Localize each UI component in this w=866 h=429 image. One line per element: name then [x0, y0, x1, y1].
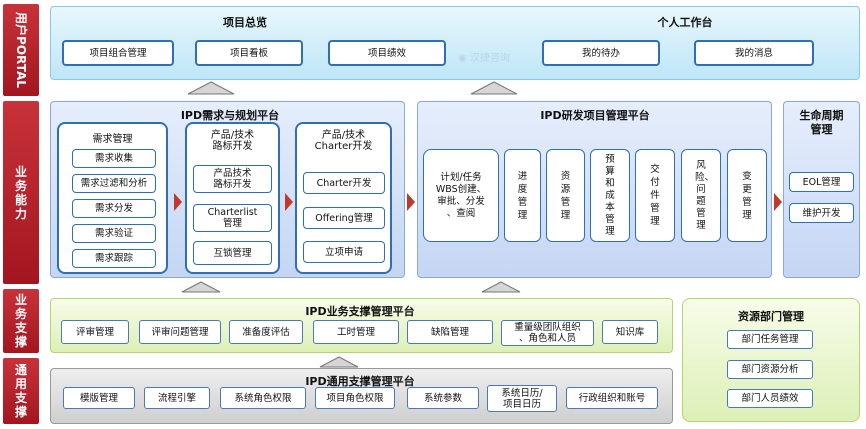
my-messages-button[interactable]: 我的消息 — [694, 40, 814, 66]
arrow-right-icon — [285, 193, 293, 211]
project-board-button[interactable]: 项目看板 — [195, 40, 303, 66]
business-support-title: IPD业务支撑管理平台 — [305, 305, 415, 318]
roadmap-title: 产品/技术 路标开发 — [210, 130, 255, 152]
arrow-right-icon — [174, 193, 182, 211]
system-param-button[interactable]: 系统参数 — [407, 387, 479, 409]
up-arrow-icon — [481, 281, 521, 293]
schedule-button[interactable]: 进度管理 — [504, 149, 541, 242]
knowledge-base-button[interactable]: 知识库 — [602, 320, 658, 344]
workflow-engine-button[interactable]: 流程引擎 — [144, 387, 210, 409]
roadmap-dev-button[interactable]: 产品技术 路标开发 — [193, 165, 272, 193]
sidebar-capability-label: 业务能力 — [14, 164, 27, 221]
dept-performance-button[interactable]: 部门人员绩效 — [727, 389, 813, 408]
readiness-button[interactable]: 准备度评估 — [229, 320, 303, 344]
requirements-box — [57, 122, 168, 274]
eol-button[interactable]: EOL管理 — [789, 172, 854, 192]
charter-title: 产品/技术 Charter开发 — [314, 130, 373, 152]
arrow-right-icon — [407, 193, 415, 211]
dept-resource-button[interactable]: 部门资源分析 — [727, 360, 813, 379]
change-button[interactable]: 变更管理 — [727, 149, 767, 242]
rd-title: IPD研发项目管理平台 — [540, 109, 650, 122]
review-button[interactable]: 评审管理 — [61, 320, 129, 344]
resource-label: 资源管理 — [560, 170, 571, 221]
risk-issue-button[interactable]: 风险、问题管理 — [681, 149, 721, 242]
change-label: 变更管理 — [742, 170, 752, 221]
template-button[interactable]: 模版管理 — [63, 387, 135, 409]
plan-task-button[interactable]: 计划/任务 WBS创建、 审批、分发 、查阅 — [423, 149, 499, 242]
sidebar-common-label: 通用支撑 — [14, 363, 27, 419]
portfolio-button[interactable]: 项目组合管理 — [62, 40, 174, 66]
interlock-button[interactable]: 互锁管理 — [193, 241, 272, 265]
system-role-button[interactable]: 系统角色权限 — [220, 387, 306, 409]
offering-button[interactable]: Offering管理 — [303, 207, 385, 229]
watermark-label: 汉捷咨询 — [469, 53, 510, 64]
project-overview-title: 项目总览 — [223, 16, 267, 29]
sidebar-portal-label: 用户PORTAL — [14, 12, 29, 88]
project-performance-button[interactable]: 项目绩效 — [328, 40, 446, 66]
sidebar-support: 业务支撑 — [3, 289, 39, 353]
team-org-button[interactable]: 重量级团队组织 、角色和人员 — [501, 320, 594, 346]
maintenance-button[interactable]: 维护开发 — [789, 203, 854, 223]
charter-dev-button[interactable]: Charter开发 — [303, 172, 385, 194]
watermark: ◉ 汉捷咨询 — [458, 49, 510, 64]
req-filter-button[interactable]: 需求过滤和分析 — [72, 174, 156, 193]
req-collect-button[interactable]: 需求收集 — [72, 149, 156, 168]
sidebar-portal: 用户PORTAL — [3, 4, 39, 96]
project-role-button[interactable]: 项目角色权限 — [315, 387, 395, 409]
review-issue-button[interactable]: 评审问题管理 — [139, 320, 221, 344]
sidebar-common: 通用支撑 — [3, 358, 39, 424]
resource-button[interactable]: 资源管理 — [546, 149, 585, 242]
budget-cost-label: 预算和成本管理 — [605, 153, 615, 237]
resource-dept-title: 资源部门管理 — [738, 310, 804, 323]
defect-button[interactable]: 缺陷管理 — [407, 320, 493, 344]
sidebar-capability: 业务能力 — [3, 101, 39, 284]
sidebar-support-label: 业务支撑 — [14, 293, 27, 349]
req-distribute-button[interactable]: 需求分发 — [72, 199, 156, 218]
lifecycle-title: 生命周期 管理 — [799, 109, 844, 136]
up-arrow-icon — [319, 356, 359, 368]
planning-title: IPD需求与规划平台 — [180, 109, 280, 122]
common-support-title: IPD通用支撑管理平台 — [305, 375, 415, 388]
up-arrow-icon — [187, 81, 235, 95]
deliverables-button[interactable]: 交付件管理 — [635, 149, 675, 242]
my-todo-button[interactable]: 我的待办 — [542, 40, 660, 66]
watermark-icon: ◉ — [458, 53, 467, 64]
dept-task-button[interactable]: 部门任务管理 — [727, 330, 813, 349]
charterlist-button[interactable]: Charterlist 管理 — [193, 204, 272, 232]
org-account-button[interactable]: 行政组织和账号 — [566, 387, 658, 409]
timesheet-button[interactable]: 工时管理 — [313, 320, 399, 344]
arrow-right-icon — [774, 193, 782, 211]
workbench-title: 个人工作台 — [657, 16, 713, 29]
budget-cost-button[interactable]: 预算和成本管理 — [590, 149, 630, 242]
up-arrow-icon — [470, 81, 518, 95]
risk-issue-label: 风险、问题管理 — [695, 159, 715, 231]
requirements-title: 需求管理 — [92, 134, 133, 145]
up-arrow-icon — [181, 281, 221, 293]
req-verify-button[interactable]: 需求验证 — [72, 224, 156, 243]
schedule-label: 进度管理 — [517, 170, 528, 221]
req-track-button[interactable]: 需求跟踪 — [72, 249, 156, 268]
deliverables-label: 交付件管理 — [650, 164, 660, 227]
plan-task-label: 计划/任务 WBS创建、 审批、分发 、查阅 — [435, 171, 487, 219]
project-initiation-button[interactable]: 立项申请 — [303, 241, 385, 263]
calendar-button[interactable]: 系统日历/ 项目日历 — [487, 385, 557, 412]
